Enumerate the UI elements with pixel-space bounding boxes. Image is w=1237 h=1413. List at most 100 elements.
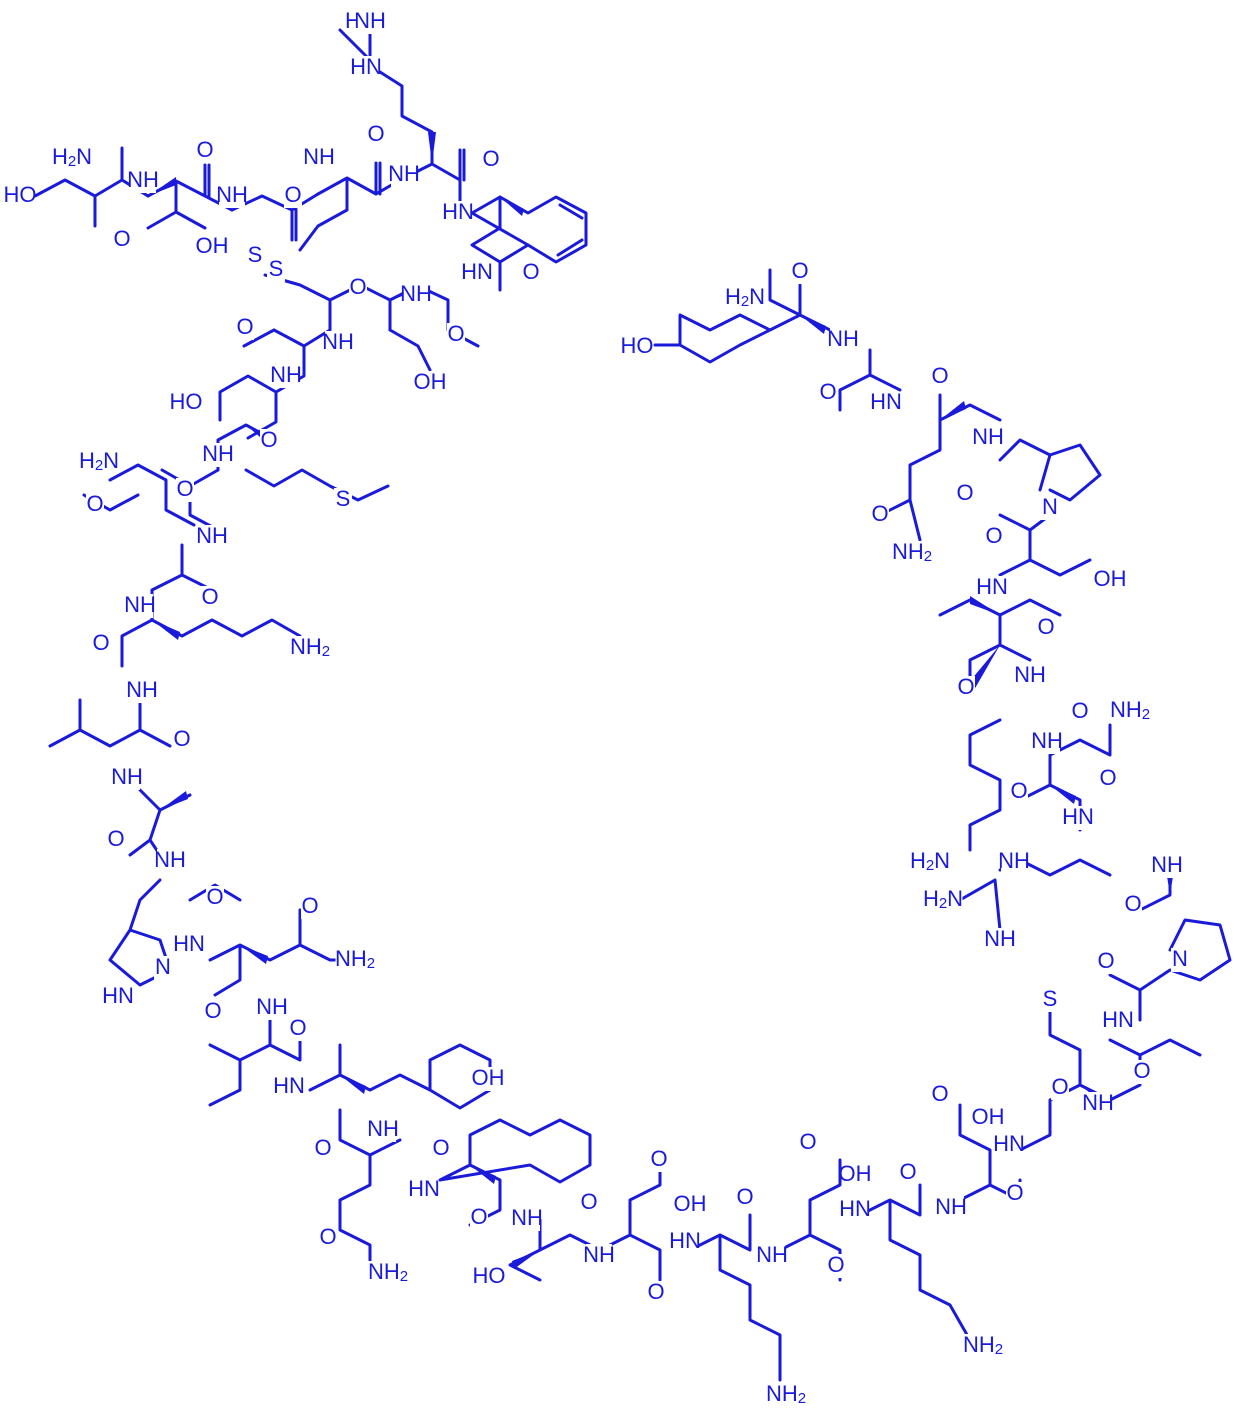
- atom-label: S: [248, 242, 263, 267]
- atom-label-bg: [204, 1000, 222, 1024]
- atom-label-bg: [301, 895, 319, 919]
- atom-label: O: [86, 491, 103, 516]
- atom-label: HN: [1062, 804, 1094, 829]
- atom-label-bg: [92, 632, 110, 656]
- atom-label: NH: [998, 848, 1030, 873]
- atom-label: O: [1006, 1180, 1023, 1205]
- atom-label-bg: [470, 1206, 488, 1230]
- atom-label: H2N: [923, 886, 963, 913]
- atom-label: NH: [511, 1205, 543, 1230]
- atom-label-bg: [1001, 850, 1027, 874]
- atom-label-bg: [842, 1163, 868, 1187]
- atom-label: O: [349, 274, 366, 299]
- atom-label: O: [1133, 1058, 1150, 1083]
- atom-label-bg: [830, 328, 856, 352]
- atom-label: NH: [270, 362, 302, 387]
- atom-label: O: [314, 1135, 331, 1160]
- atom-label-bg: [1051, 1076, 1069, 1100]
- atom-label: O: [447, 321, 464, 346]
- atom-label: O: [367, 121, 384, 146]
- atom-label-bg: [899, 1161, 917, 1185]
- atom-label: HN: [102, 983, 134, 1008]
- atom-label-bg: [647, 1281, 665, 1305]
- atom-label-bg: [325, 331, 351, 355]
- atom-label-bg: [432, 1137, 450, 1161]
- atom-label: NH: [196, 523, 228, 548]
- atom-label: NH: [154, 847, 186, 872]
- atom-label-bg: [791, 260, 809, 284]
- atom-label-bg: [86, 493, 104, 517]
- atom-label: NH: [126, 677, 158, 702]
- atom-label: O: [1099, 765, 1116, 790]
- atom-label: O: [1051, 1074, 1068, 1099]
- atom-label-bg: [173, 728, 191, 752]
- atom-label: NH: [1014, 662, 1046, 687]
- atom-label-bg: [672, 1230, 698, 1254]
- atom-label-bg: [475, 1067, 501, 1091]
- atom-label: HN: [442, 199, 474, 224]
- atom-label-bg: [199, 525, 225, 549]
- atom-label: S: [269, 256, 284, 281]
- atom-label-bg: [276, 1075, 302, 1099]
- atom-label: O: [650, 1146, 667, 1171]
- atom-label-bg: [464, 261, 490, 285]
- atom-label: NH: [1082, 1090, 1114, 1115]
- atom-label: NH: [322, 329, 354, 354]
- atom-label-bg: [113, 228, 131, 252]
- atom-label-bg: [892, 541, 932, 565]
- atom-label: O: [791, 258, 808, 283]
- atom-label: NH2: [892, 539, 932, 566]
- atom-label-bg: [931, 1083, 949, 1107]
- atom-label-bg: [219, 184, 245, 208]
- atom-label-bg: [173, 391, 199, 415]
- atom-label: N: [1042, 494, 1058, 519]
- atom-label: NH: [756, 1242, 788, 1267]
- atom-label: O: [201, 584, 218, 609]
- atom-label: NH2: [290, 634, 330, 661]
- atom-label: HN: [976, 574, 1008, 599]
- atom-label: HN: [173, 931, 205, 956]
- atom-label-bg: [403, 283, 429, 307]
- atom-label-bg: [522, 261, 540, 285]
- atom-label: O: [819, 379, 836, 404]
- atom-label-bg: [1034, 730, 1060, 754]
- atom-label: OH: [972, 1104, 1005, 1129]
- atom-label-bg: [205, 443, 231, 467]
- atom-label: HN: [993, 1131, 1025, 1156]
- atom-label-bg: [259, 996, 285, 1020]
- atom-label-bg: [1071, 700, 1089, 724]
- atom-label: NH: [124, 592, 156, 617]
- atom-label-bg: [736, 1186, 754, 1210]
- atom-label-bg: [1099, 767, 1117, 791]
- atom-label: NH: [400, 281, 432, 306]
- atom-label: O: [957, 674, 974, 699]
- atom-label-bg: [417, 371, 443, 395]
- atom-label: NH: [984, 926, 1016, 951]
- atom-label: O: [985, 523, 1002, 548]
- atom-label-bg: [273, 364, 299, 388]
- atom-label: OH: [1094, 566, 1127, 591]
- atom-label: OH: [414, 369, 447, 394]
- atom-label: O: [1037, 614, 1054, 639]
- atom-label-bg: [1006, 1182, 1024, 1206]
- atom-label-bg: [938, 1196, 964, 1220]
- atom-label: HN: [461, 259, 493, 284]
- atom-label-bg: [482, 148, 500, 172]
- atom-label: H2N: [79, 448, 119, 475]
- atom-label: O: [107, 826, 124, 851]
- atom-label: HN: [273, 1073, 305, 1098]
- atom-label: OH: [196, 233, 229, 258]
- atom-label-bg: [725, 286, 765, 310]
- atom-label-bg: [445, 201, 471, 225]
- atom-label: OH: [839, 1161, 872, 1186]
- atom-label: O: [1071, 698, 1088, 723]
- atom-label-bg: [199, 235, 225, 259]
- atom-label: O: [647, 1279, 664, 1304]
- atom-label-bg: [514, 1207, 540, 1231]
- atom-label: O: [1124, 891, 1141, 916]
- atom-label-bg: [957, 676, 975, 700]
- atom-label-bg: [819, 381, 837, 405]
- atom-label-bg: [206, 886, 224, 910]
- atom-label-bg: [314, 1137, 332, 1161]
- atom-label-bg: [367, 123, 385, 147]
